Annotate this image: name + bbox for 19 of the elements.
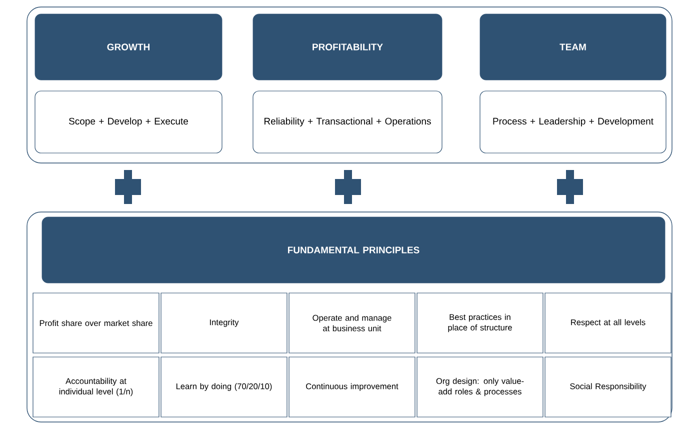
principle-cell: Integrity [160, 292, 288, 354]
principle-cell: Social Responsibility [544, 356, 672, 418]
header-box: GROWTH [34, 14, 222, 80]
description-box: Reliability + Transactional + Operations [252, 90, 442, 154]
principle-cell: Org design: only value-add roles & processes [416, 356, 544, 418]
principle-cell: Respect at all levels [544, 292, 672, 354]
container-panel [26, 212, 672, 422]
principle-cell: Learn by doing (70/20/10) [160, 356, 288, 418]
header-box: PROFITABILITY [252, 14, 442, 80]
principle-cell: Best practices in place of structure [416, 292, 544, 354]
principle-cell: Continuous improvement [288, 356, 416, 418]
header-box: TEAM [480, 14, 666, 80]
container-panel [26, 6, 672, 164]
principle-cell: Operate and manage at business unit [288, 292, 416, 354]
principle-cell: Accountability at individual level (1/n) [32, 356, 160, 418]
principle-cell: Profit share over market share [32, 292, 160, 354]
description-box: Process + Leadership + Development [480, 90, 666, 154]
header-box: FUNDAMENTAL PRINCIPLES [42, 216, 666, 284]
description-box: Scope + Develop + Execute [34, 90, 222, 154]
